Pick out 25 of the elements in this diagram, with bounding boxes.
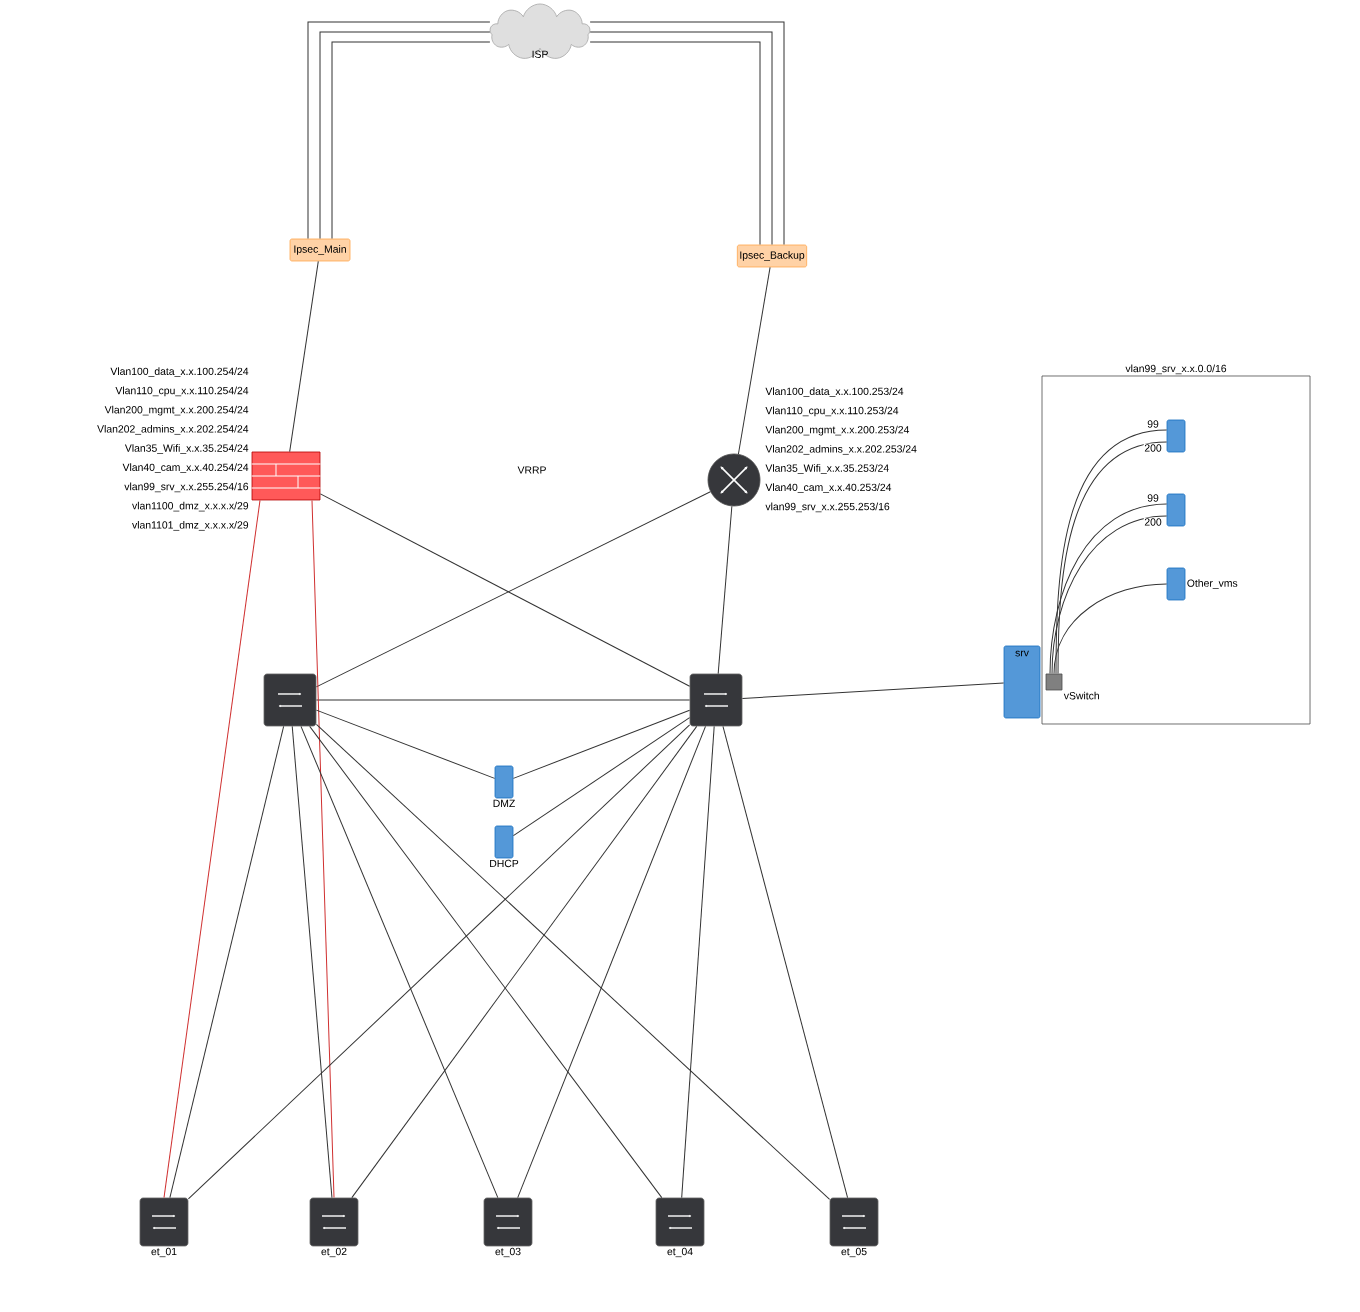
network-link [291, 725, 333, 1199]
network-link [315, 723, 831, 1200]
network-link [169, 725, 285, 1199]
network-link [311, 499, 335, 1199]
network-link [163, 499, 261, 1199]
network-link [517, 725, 706, 1199]
network-link [351, 725, 698, 1199]
network-link [1053, 583, 1168, 675]
network-link [681, 725, 715, 1199]
switch-icon [689, 673, 743, 727]
network-link [315, 709, 496, 779]
network-link [309, 725, 663, 1199]
network-link [300, 725, 499, 1199]
network-link [315, 699, 691, 701]
network-link [717, 505, 733, 675]
network-link [512, 717, 691, 837]
network-link [722, 725, 849, 1199]
switch-icon [263, 673, 317, 727]
network-link [289, 260, 319, 453]
network-link [512, 709, 691, 779]
server-icon [1166, 419, 1186, 453]
server-icon [1166, 493, 1186, 527]
network-link [737, 266, 771, 455]
network-link [187, 724, 691, 1200]
network-link [741, 682, 1005, 699]
